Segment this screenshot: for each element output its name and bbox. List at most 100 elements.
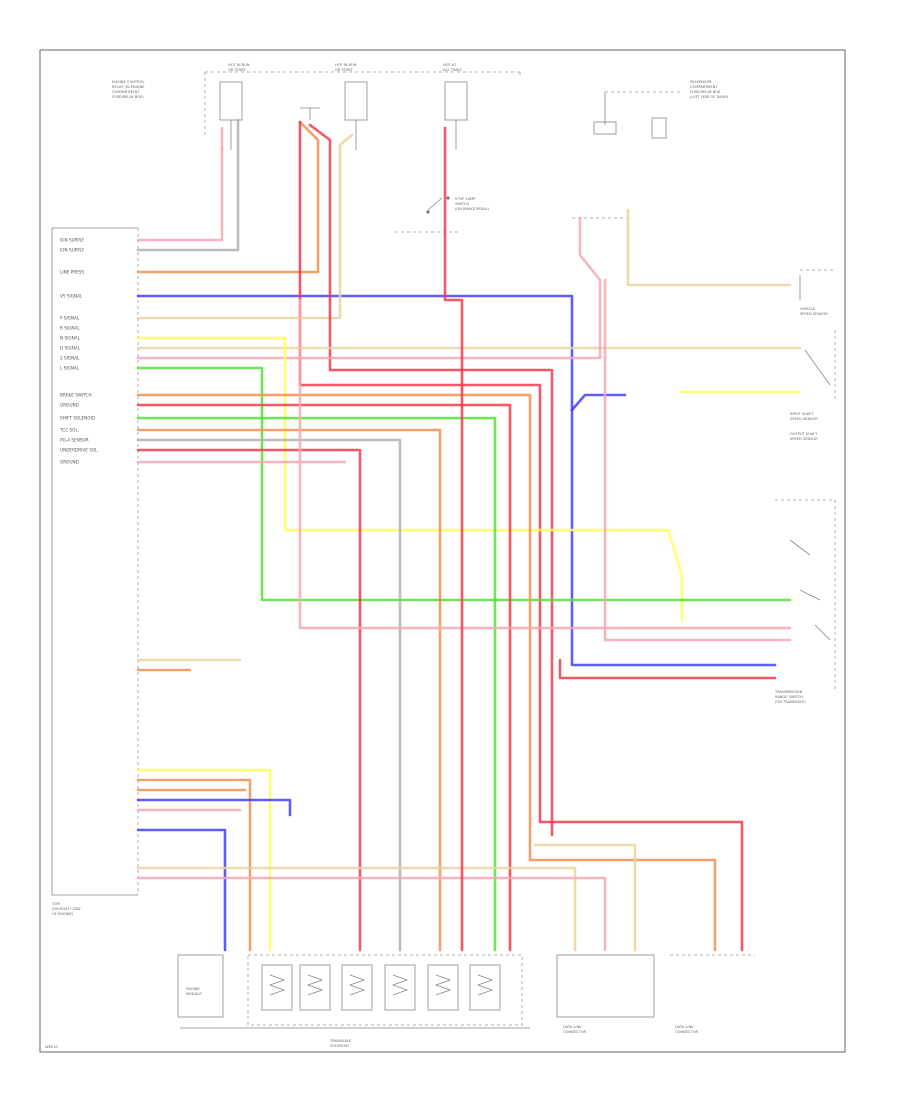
- svg-text:DATA LINK: DATA LINK: [563, 1025, 582, 1029]
- wire-orange: [136, 120, 320, 274]
- solenoid-coil: [261, 964, 293, 1011]
- svg-text:(ON TRANSAXLE): (ON TRANSAXLE): [775, 700, 806, 704]
- wire-red: [136, 448, 362, 952]
- input-speed-sensor: INPUT SHAFT SPEED SENSOR: [790, 330, 836, 421]
- brake-switch-label-3: (ON BRAKE PEDAL): [455, 207, 490, 211]
- tcm-pin-label: P SIGNAL: [60, 316, 80, 321]
- wire-yellow: [136, 768, 272, 952]
- tcm-module: TCM (ON RIGHT SIDE OF ENGINE): [51, 227, 139, 916]
- wire-pink: [136, 876, 607, 952]
- fuse-right-label-1: HOT AT: [443, 63, 457, 67]
- tcm-pin-label: SHIFT SOLENOID: [60, 416, 95, 421]
- svg-text:INPUT SHAFT: INPUT SHAFT: [790, 412, 814, 416]
- svg-text:VEHICLE: VEHICLE: [800, 307, 816, 311]
- wire-orange: [136, 778, 252, 952]
- wire-green: [136, 366, 792, 602]
- wire-tan: [136, 866, 577, 952]
- fuse-mid-label-1: HOT IN RUN: [335, 63, 357, 67]
- tcm-pin-label: N SIGNAL: [60, 336, 81, 341]
- tcm-pin-label: VS SIGNAL: [60, 294, 83, 299]
- pass-fuse-label-2: COMPARTMENT: [690, 85, 718, 89]
- svg-text:SPEED SENSOR: SPEED SENSOR: [790, 437, 818, 441]
- tcm-pin-label: LINE PRESS: [60, 270, 84, 275]
- solenoid-coil: [299, 964, 331, 1011]
- fuse-right-label-2: ALL TIMES: [443, 68, 462, 72]
- wire-gray: [136, 438, 402, 952]
- wire-pink: [603, 278, 792, 642]
- tcm-pin-label: GROUND: [60, 403, 79, 408]
- svg-text:DATA LINK: DATA LINK: [675, 1025, 694, 1029]
- svg-text:SPEED SENSOR: SPEED SENSOR: [790, 417, 818, 421]
- tcm-pin-label: PG-A SENSOR: [60, 438, 89, 443]
- pass-fuse-label-1: PASSENGER: [690, 80, 712, 84]
- wire-green: [136, 416, 497, 952]
- tcm-label-3: OF ENGINE): [52, 912, 74, 916]
- data-link-connector-b: DATA LINK CONNECTOR: [670, 954, 755, 1034]
- svg-text:CONNECTOR: CONNECTOR: [675, 1030, 699, 1034]
- diagram-frame: [39, 49, 846, 1053]
- svg-text:CONNECTOR: CONNECTOR: [563, 1030, 587, 1034]
- svg-text:RANGE SWITCH: RANGE SWITCH: [775, 695, 803, 699]
- wire-red: [308, 123, 554, 837]
- svg-text:SOLENOID: SOLENOID: [330, 1044, 349, 1048]
- wire-orange: [136, 393, 717, 952]
- wire-orange: [136, 428, 442, 952]
- solenoid-coil: [341, 964, 373, 1011]
- footer-code: W8010: [45, 1045, 58, 1049]
- wire-tan: [136, 133, 354, 320]
- wire-blue: [136, 798, 292, 817]
- tcm-pin-label: L SIGNAL: [60, 366, 80, 371]
- tcm-label-2: (ON RIGHT SIDE: [52, 907, 82, 911]
- wire-pink: [136, 146, 224, 242]
- wire-red: [136, 403, 512, 952]
- wire-pink: [298, 298, 792, 630]
- vehicle-speed-sensor: VEHICLE SPEED SENSOR: [799, 269, 835, 316]
- wire-harness: [136, 118, 802, 952]
- tcm-pin-label: UNDERDRIVE SOL: [60, 448, 98, 453]
- wire-blue: [136, 294, 777, 667]
- engine-module-connector: ENGINE MODULE: [177, 954, 224, 1018]
- tcm-label-1: TCM: [51, 902, 60, 906]
- tcm-pin-label: BRAKE SWITCH: [60, 393, 92, 398]
- svg-text:OUTPUT SHAFT: OUTPUT SHAFT: [790, 432, 818, 436]
- solenoid-coil: [427, 964, 459, 1011]
- data-link-connector-a: DATA LINK CONNECTOR: [556, 954, 655, 1034]
- svg-text:ENGINE: ENGINE: [186, 987, 200, 991]
- tcm-pin-label: IGN SUPPLY: [60, 238, 84, 243]
- tcm-pin-label: GROUND: [60, 460, 79, 465]
- brake-switch: STOP LAMP SWITCH (ON BRAKE PEDAL): [395, 196, 490, 233]
- fuse-left-label-1: HOT IN RUN: [228, 63, 250, 67]
- wire-blue: [136, 828, 227, 952]
- pass-fuse-label-3: FUSE/RELAY BOX: [690, 90, 721, 94]
- output-speed-sensor: OUTPUT SHAFT SPEED SENSOR: [790, 432, 818, 441]
- engine-relay-label-3: COMPARTMENT: [112, 90, 140, 94]
- engine-relay-label-1: ENGINE CONTROL: [112, 80, 144, 84]
- tcm-pin-label: R SIGNAL: [60, 326, 80, 331]
- solenoid-coil: [469, 964, 501, 1011]
- wire-tan: [626, 208, 792, 287]
- engine-relay-label-2: RELAY (IN ENGINE: [112, 85, 145, 89]
- tcm-pin-label: TCC SOL: [59, 428, 78, 433]
- pass-compartment-fuse-group: PASSENGER COMPARTMENT FUSE/RELAY BOX (LE…: [572, 80, 729, 219]
- wire-pink: [136, 216, 602, 360]
- tcm-pin-label: IGN SUPPLY: [60, 248, 84, 253]
- fuse-left-label-2: OR START: [228, 68, 246, 72]
- wire-red: [298, 120, 744, 952]
- engine-relay-label-4: FUSE/RELAY BOX): [112, 95, 144, 99]
- wire-yellow: [136, 336, 684, 622]
- svg-text:TRANSMISSION: TRANSMISSION: [774, 690, 803, 694]
- wire-tan: [533, 843, 637, 952]
- transmission-range-switch: TRANSMISSION RANGE SWITCH (ON TRANSAXLE): [774, 499, 836, 704]
- brake-switch-label-1: STOP LAMP: [455, 197, 476, 201]
- tcm-pin-label: D SIGNAL: [60, 346, 81, 351]
- wire-red: [558, 658, 777, 680]
- top-fuse-group: HOT IN RUN OR START HOT IN RUN OR START …: [112, 63, 521, 150]
- svg-text:SPEED SENSOR: SPEED SENSOR: [800, 312, 828, 316]
- svg-text:MODULE: MODULE: [186, 992, 202, 996]
- pass-fuse-label-4: (LEFT SIDE OF DASH): [690, 95, 729, 99]
- tcm-pin-labels: IGN SUPPLY IGN SUPPLY LINE PRESS VS SIGNAL P…: [59, 238, 98, 465]
- wire-blue: [570, 393, 627, 412]
- fuse-mid-label-2: OR START: [335, 68, 353, 72]
- solenoid-block: TRANSAXLE SOLENOID: [180, 954, 530, 1048]
